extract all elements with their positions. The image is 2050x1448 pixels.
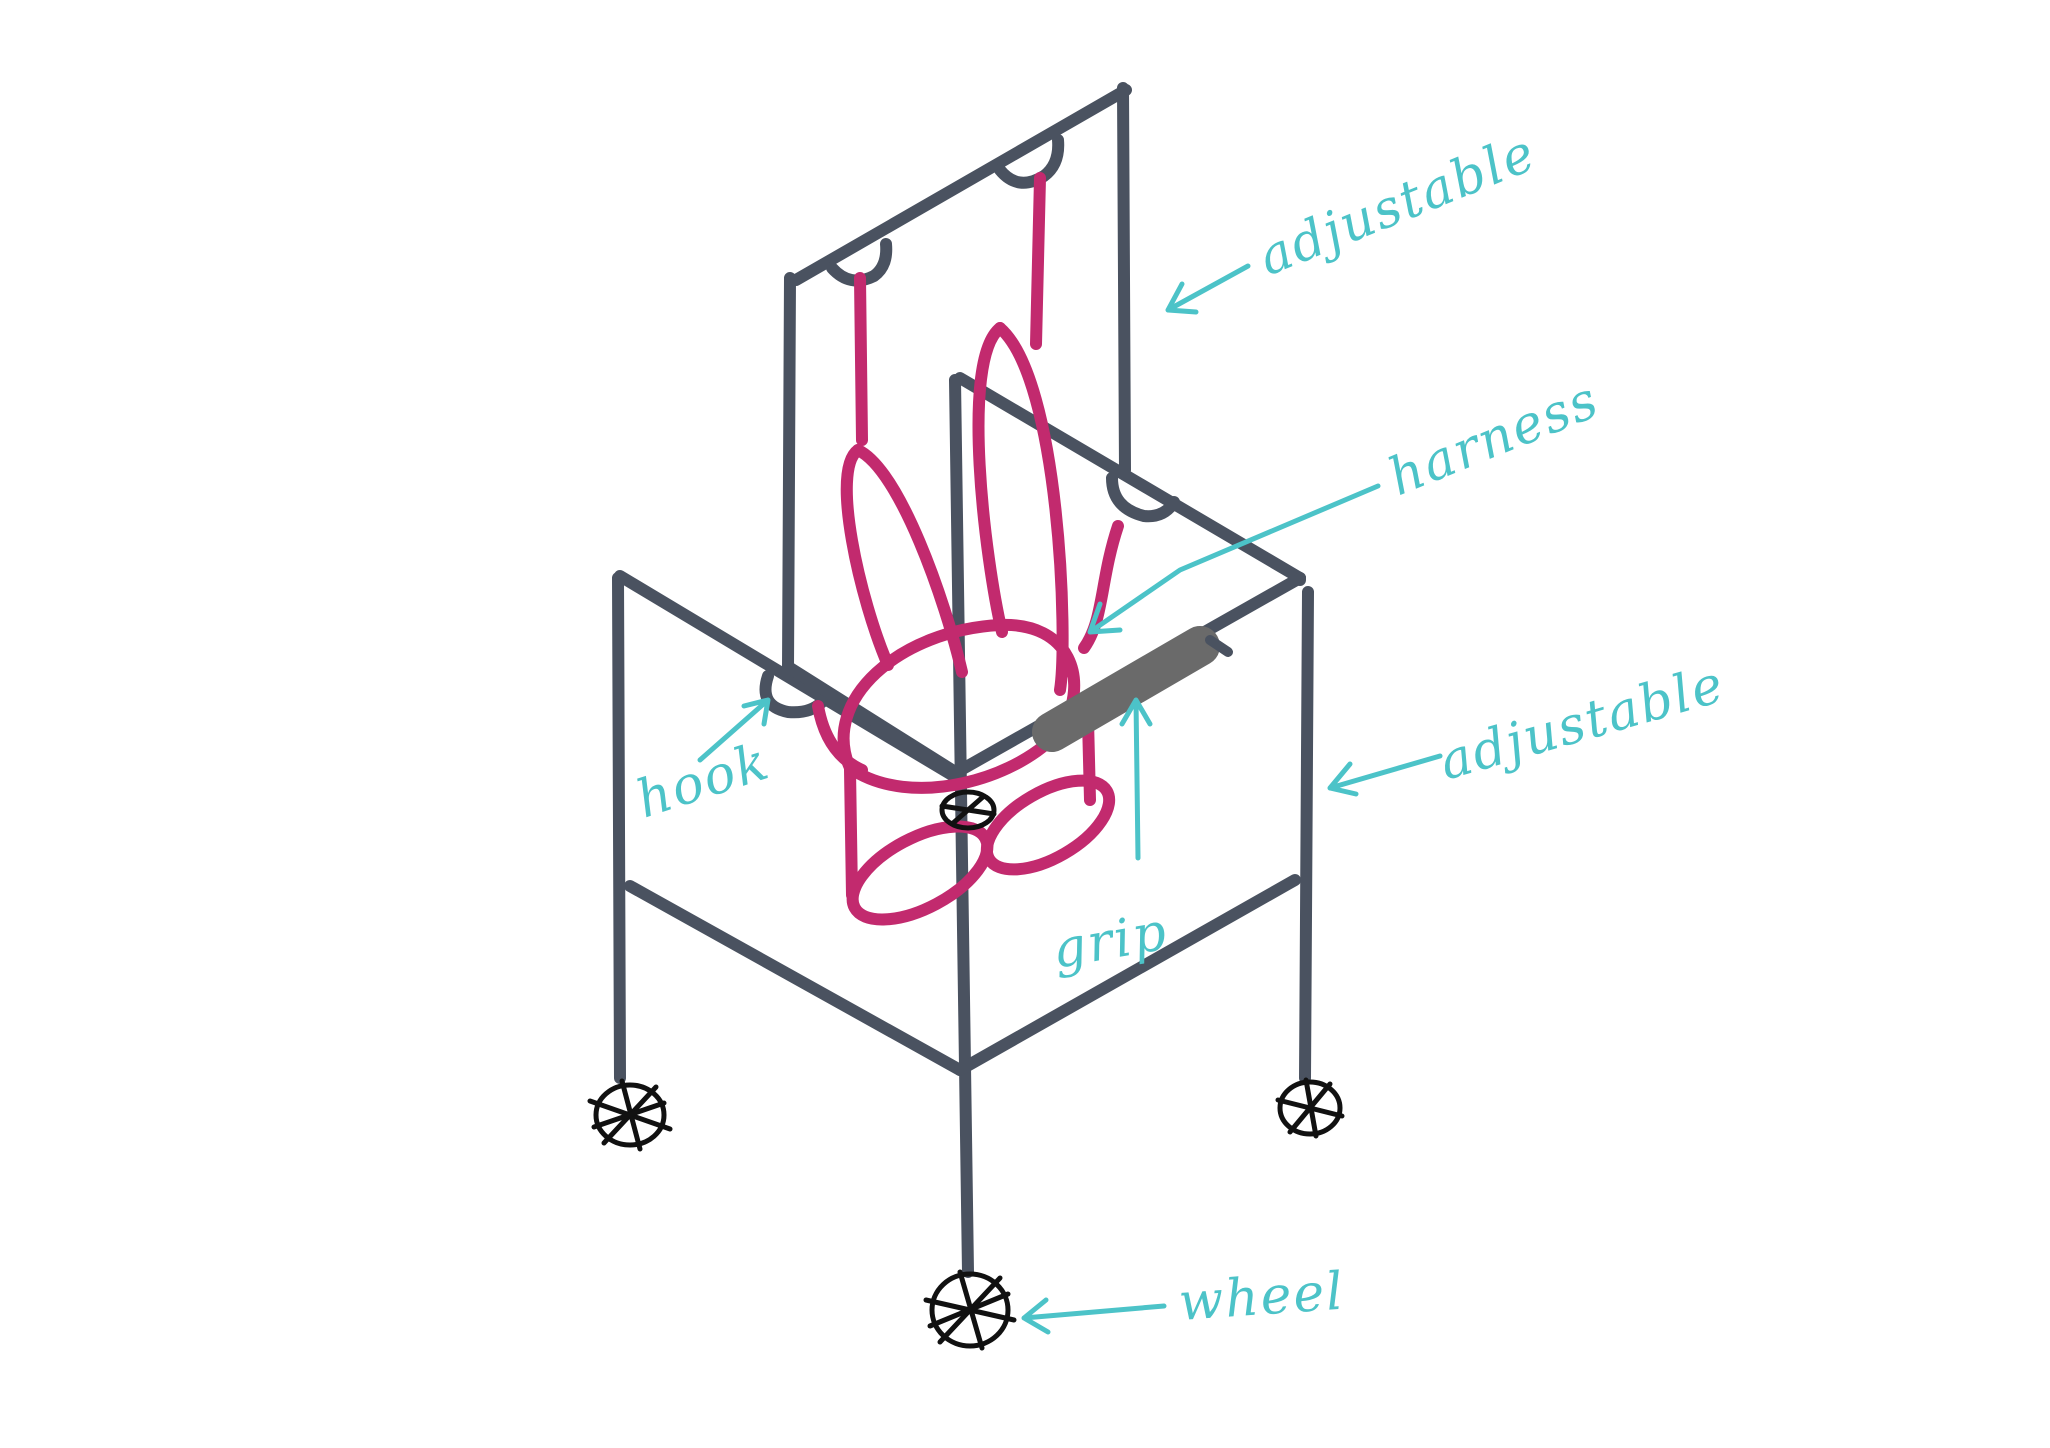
arrow-adjustable-top [1165,263,1251,315]
harness-left-loop-outer [852,444,968,678]
harness-seat [837,618,1081,794]
back-right-post [1117,82,1131,476]
harness-right-loop [972,322,1008,638]
harness-hook-strap [812,700,868,776]
front-left-leg [612,572,626,1084]
harness-right-strap [1030,172,1046,350]
right-leg [1299,586,1314,1084]
grip-bar [1032,626,1233,752]
harness-left-strap [854,272,868,446]
lower-left-rail [624,880,966,1076]
harness-side-strap [1078,520,1124,654]
hook-icon [826,238,893,287]
wheel-icon [1275,1077,1345,1139]
upper-back-left-rail [784,662,966,781]
arrow-adjustable-side [1327,753,1443,797]
lower-right-rail [954,874,1301,1076]
harness-leg-loop-right [980,774,1116,876]
back-left-post [782,272,796,674]
grip-handle [1032,626,1220,752]
wheel-icon [587,1078,673,1152]
harness-left-loop [840,444,894,671]
wheels [587,789,1345,1351]
label-wheel: wheel [1177,1262,1347,1333]
arrow-wheel [1021,1297,1167,1335]
arrow-harness [1087,483,1381,635]
arrow-grip [1119,697,1153,861]
harness-left-drop [844,764,858,901]
top-crossbar [790,84,1132,286]
hook-icon [1106,472,1180,523]
wheel-icon [939,789,997,831]
wheel-icon [923,1269,1017,1351]
annotation-arrows [697,263,1443,1335]
arrow-hook [697,697,771,763]
grip-cap [1205,635,1233,657]
